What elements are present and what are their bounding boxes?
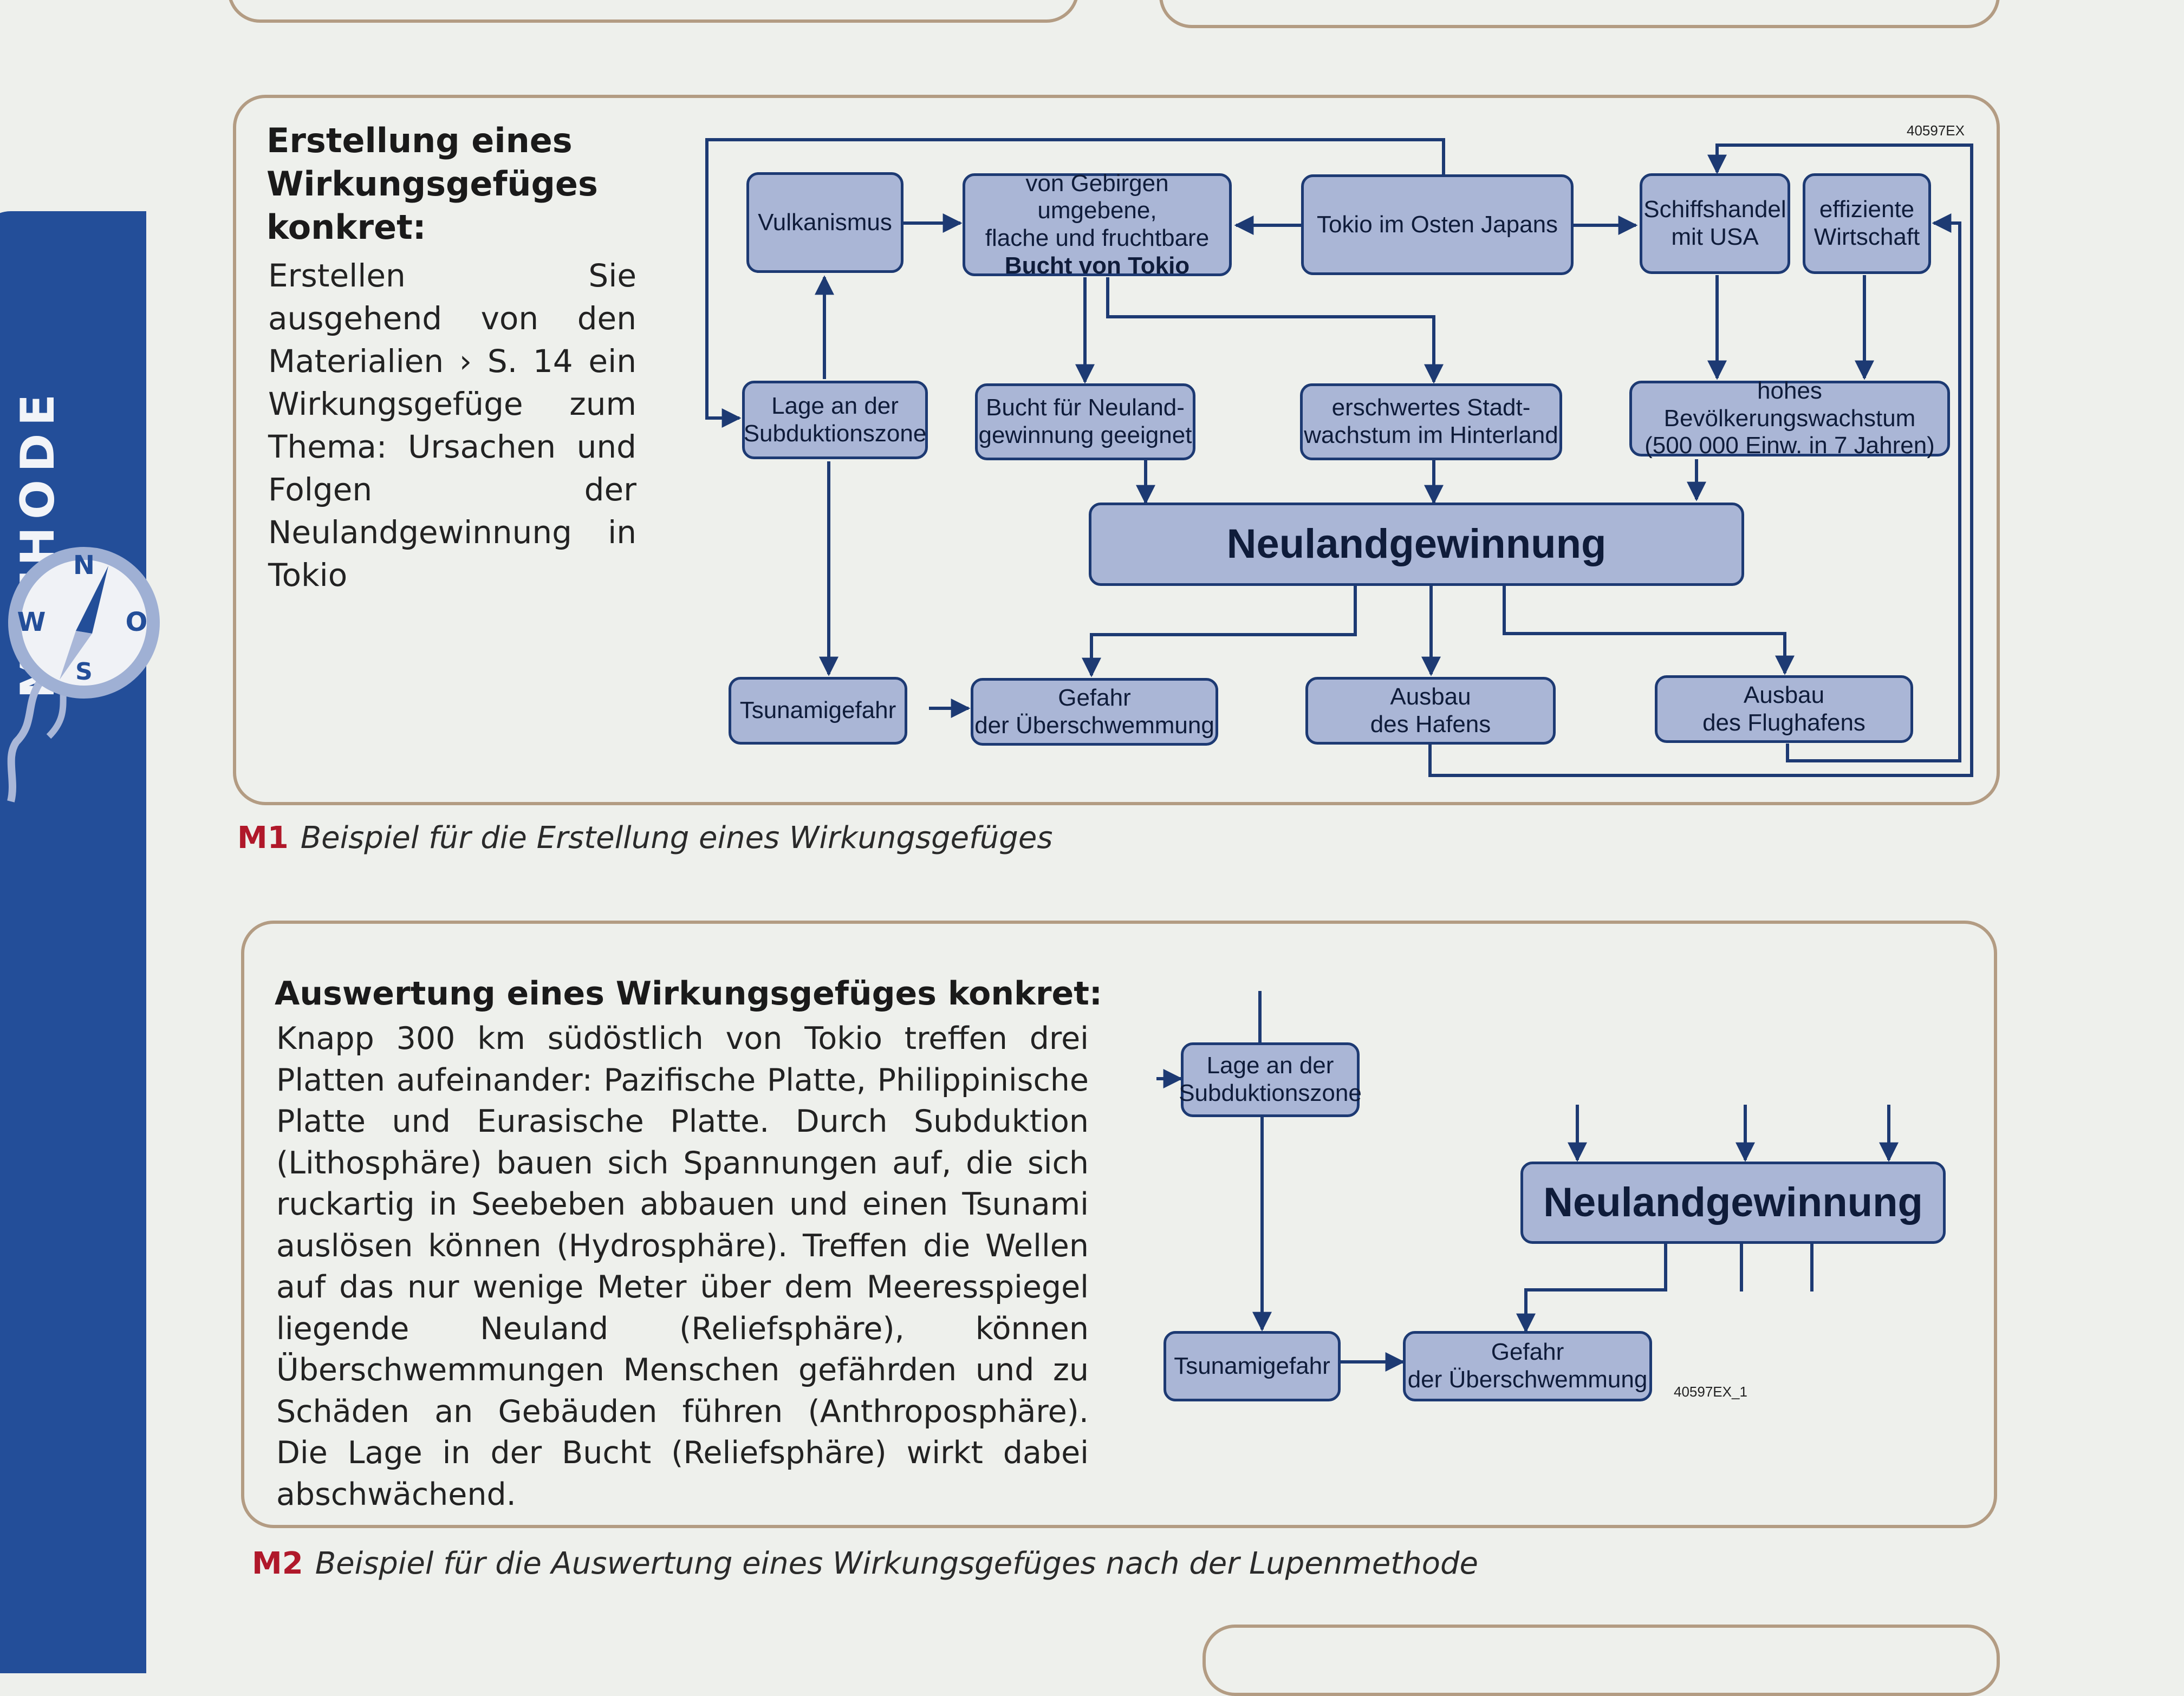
box-bucht-von-tokio: von Gebirgen umgebene, flache und frucht… <box>963 169 1232 279</box>
m2-figure-code: 40597EX_1 <box>1674 1384 1747 1400</box>
method-sidebar: METHODE <box>0 211 146 1673</box>
compass-w: W <box>17 607 46 637</box>
compass-n: N <box>73 550 95 580</box>
box-bucht-von-tokio-line1: von Gebirgen umgebene, flache und frucht… <box>985 169 1210 251</box>
m2-caption-text: Beispiel für die Auswertung eines Wirkun… <box>315 1546 1478 1581</box>
compass-icon: N W O S <box>7 547 160 803</box>
m1-title: Erstellung eines Wirkungsgefüges konkret… <box>266 121 598 247</box>
m2-box-neulandgewinnung: Neulandgewinnung <box>1520 1162 1946 1244</box>
compass-o: O <box>126 607 148 637</box>
m2-text: Knapp 300 km südöstlich von Tokio treffe… <box>276 1021 1089 1512</box>
box-ausbau-hafen: Ausbau des Hafens <box>1305 677 1556 745</box>
m1-caption-label: M1 <box>237 820 289 856</box>
box-lage-subduktionszone: Lage an der Subduktionszone <box>742 381 928 459</box>
box-neulandgewinnung: Neulandgewinnung <box>1089 503 1744 586</box>
box-tokio-im-osten: Tokio im Osten Japans <box>1301 174 1574 275</box>
box-bucht-neuland-geeignet: Bucht für Neuland- gewinnung geeignet <box>975 383 1195 460</box>
box-ausbau-flughafen: Ausbau des Flughafens <box>1655 675 1913 743</box>
box-effiziente-wirtschaft: effiziente Wirtschaft <box>1803 173 1931 274</box>
compass-s: S <box>75 658 93 686</box>
box-tsunamigefahr: Tsunamigefahr <box>729 677 907 745</box>
next-frame <box>1202 1625 2000 1696</box>
box-schiffshandel: Schiffshandel mit USA <box>1640 173 1790 274</box>
m2-frame <box>241 921 1997 1528</box>
m1-text: Erstellen Sie ausgehend von den Material… <box>268 257 636 593</box>
box-erschwertes-stadtwachstum: erschwertes Stadt- wachstum im Hinterlan… <box>1300 383 1562 460</box>
box-gefahr-ueberschwemmung: Gefahr der Überschwemmung <box>971 678 1218 746</box>
box-bevoelkerungswachstum: hohes Bevölkerungswachstum (500 000 Einw… <box>1629 377 1950 459</box>
m1-figure-code: 40597EX <box>1907 122 1965 139</box>
m2-box-lage-subduktionszone: Lage an der Subduktionszone <box>1179 1042 1362 1117</box>
m2-title: Auswertung eines Wirkungsgefüges konkret… <box>275 975 1102 1013</box>
m1-caption: M1 Beispiel für die Erstellung eines Wirk… <box>237 820 1052 856</box>
m1-frame <box>233 95 2000 805</box>
m2-caption: M2 Beispiel für die Auswertung eines Wirk… <box>252 1546 1478 1581</box>
m2-box-tsunamigefahr: Tsunamigefahr <box>1164 1331 1341 1401</box>
m2-box-gefahr-ueberschwemmung: Gefahr der Überschwemmung <box>1403 1331 1652 1401</box>
m2-caption-label: M2 <box>252 1546 303 1581</box>
m1-caption-text: Beispiel für die Erstellung eines Wirkun… <box>300 820 1053 856</box>
box-bucht-von-tokio-line2: Bucht von Tokio <box>1004 252 1190 279</box>
m1-connector-lines <box>705 138 1973 777</box>
box-vulkanismus: Vulkanismus <box>746 172 903 273</box>
m2-connector-lines <box>1156 991 1899 1372</box>
